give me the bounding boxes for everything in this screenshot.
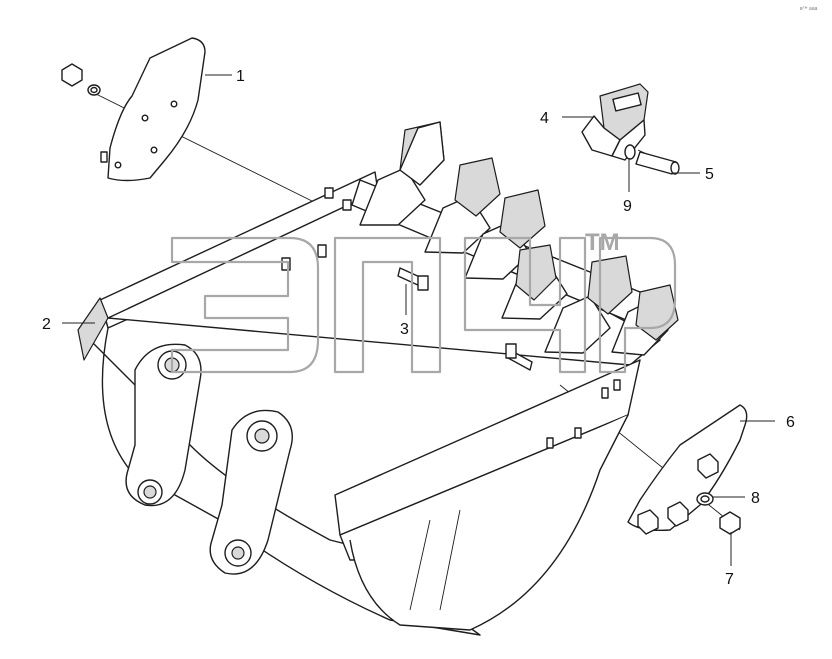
callout-1: 1 <box>236 68 245 85</box>
callout-4: 4 <box>540 110 549 127</box>
callout-6: 6 <box>786 414 795 431</box>
watermark: TM <box>170 229 677 374</box>
tooth-detail <box>581 83 649 161</box>
callout-8: 8 <box>751 490 760 507</box>
callout-5: 5 <box>705 166 714 183</box>
corner-code: в™ ааа <box>800 6 818 12</box>
callout-9: 9 <box>623 198 632 215</box>
tooth-pin <box>624 144 680 175</box>
watermark-tm: TM <box>585 229 620 256</box>
bucket-bolts <box>281 187 621 449</box>
bucket-body <box>77 171 661 636</box>
callout-labels: 1 2 3 4 5 6 7 8 9 <box>42 68 795 588</box>
mount-lugs <box>125 343 293 575</box>
tooth-bolt <box>397 267 533 371</box>
callout-2: 2 <box>42 316 51 333</box>
callout-leaders <box>62 74 775 566</box>
callout-3: 3 <box>400 321 409 338</box>
tooth-1 <box>359 121 445 226</box>
callout-7: 7 <box>725 571 734 588</box>
side-cutter-right <box>627 404 748 535</box>
tooth-3 <box>464 189 546 280</box>
side-cutter-left <box>61 37 206 182</box>
